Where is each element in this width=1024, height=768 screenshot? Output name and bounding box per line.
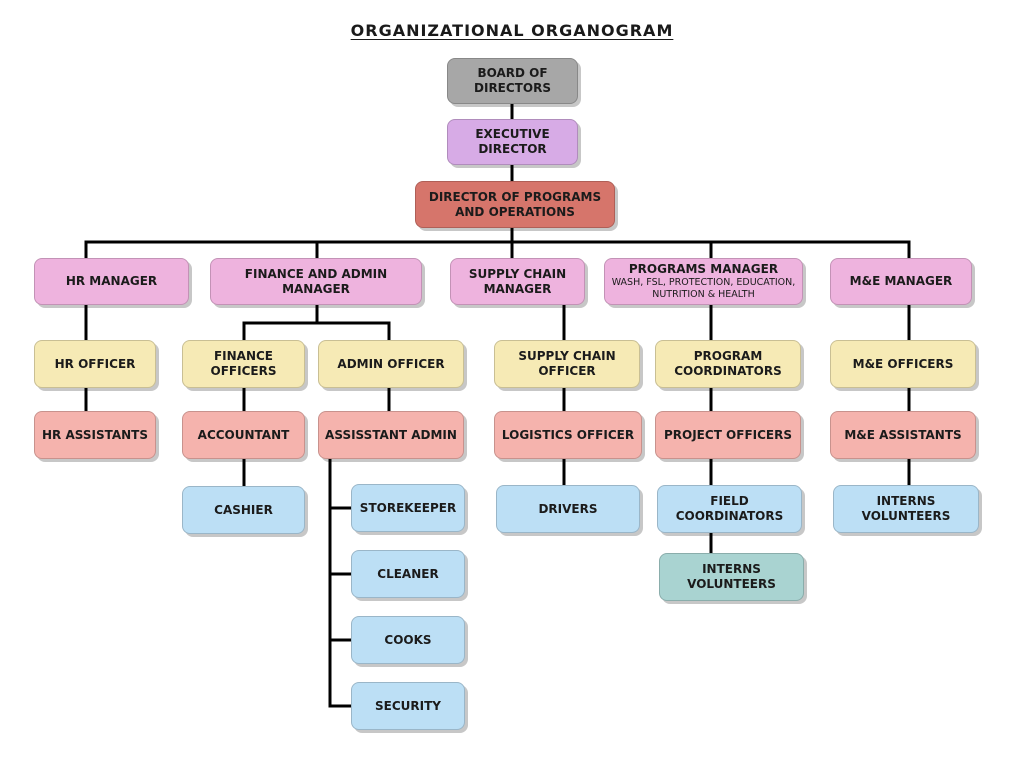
programs-manager-label: PROGRAMS MANAGER bbox=[628, 262, 779, 276]
node-me-manager: M&E MANAGER bbox=[830, 258, 972, 305]
node-interns-volunteers-me: INTERNS VOLUNTEERS bbox=[833, 485, 979, 533]
node-me-assistants: M&E ASSISTANTS bbox=[830, 411, 976, 459]
node-project-officers: PROJECT OFFICERS bbox=[655, 411, 801, 459]
node-supply-chain-manager: SUPPLY CHAIN MANAGER bbox=[450, 258, 585, 305]
node-executive-director: EXECUTIVE DIRECTOR bbox=[447, 119, 578, 165]
node-hr-officer: HR OFFICER bbox=[34, 340, 156, 388]
node-accountant: ACCOUNTANT bbox=[182, 411, 305, 459]
node-supply-chain-officer: SUPPLY CHAIN OFFICER bbox=[494, 340, 640, 388]
node-cleaner: CLEANER bbox=[351, 550, 465, 598]
node-logistics-officer: LOGISTICS OFFICER bbox=[494, 411, 642, 459]
programs-manager-areas: WASH, FSL, PROTECTION, EDUCATION, NUTRIT… bbox=[611, 277, 796, 300]
node-board-of-directors: BOARD OF DIRECTORS bbox=[447, 58, 578, 104]
node-me-officers: M&E OFFICERS bbox=[830, 340, 976, 388]
edge-assistant-admin-staff bbox=[328, 457, 353, 708]
node-programs-manager: PROGRAMS MANAGER WASH, FSL, PROTECTION, … bbox=[604, 258, 803, 305]
node-interns-volunteers-programs: INTERNS VOLUNTEERS bbox=[659, 553, 804, 601]
node-admin-officer: ADMIN OFFICER bbox=[318, 340, 464, 388]
node-field-coordinators: FIELD COORDINATORS bbox=[657, 485, 802, 533]
node-finance-admin-manager: FINANCE AND ADMIN MANAGER bbox=[210, 258, 422, 305]
node-cashier: CASHIER bbox=[182, 486, 305, 534]
chart-title: ORGANIZATIONAL ORGANOGRAM bbox=[350, 21, 674, 40]
node-hr-manager: HR MANAGER bbox=[34, 258, 189, 305]
node-finance-officers: FINANCE OFFICERS bbox=[182, 340, 305, 388]
node-director-programs-operations: DIRECTOR OF PROGRAMS AND OPERATIONS bbox=[415, 181, 615, 228]
node-storekeeper: STOREKEEPER bbox=[351, 484, 465, 532]
node-security: SECURITY bbox=[351, 682, 465, 730]
node-assistant-admin: ASSISSTANT ADMIN bbox=[318, 411, 464, 459]
node-drivers: DRIVERS bbox=[496, 485, 640, 533]
node-hr-assistants: HR ASSISTANTS bbox=[34, 411, 156, 459]
node-program-coordinators: PROGRAM COORDINATORS bbox=[655, 340, 801, 388]
edge-finance-manager-split bbox=[242, 303, 391, 342]
node-cooks: COOKS bbox=[351, 616, 465, 664]
